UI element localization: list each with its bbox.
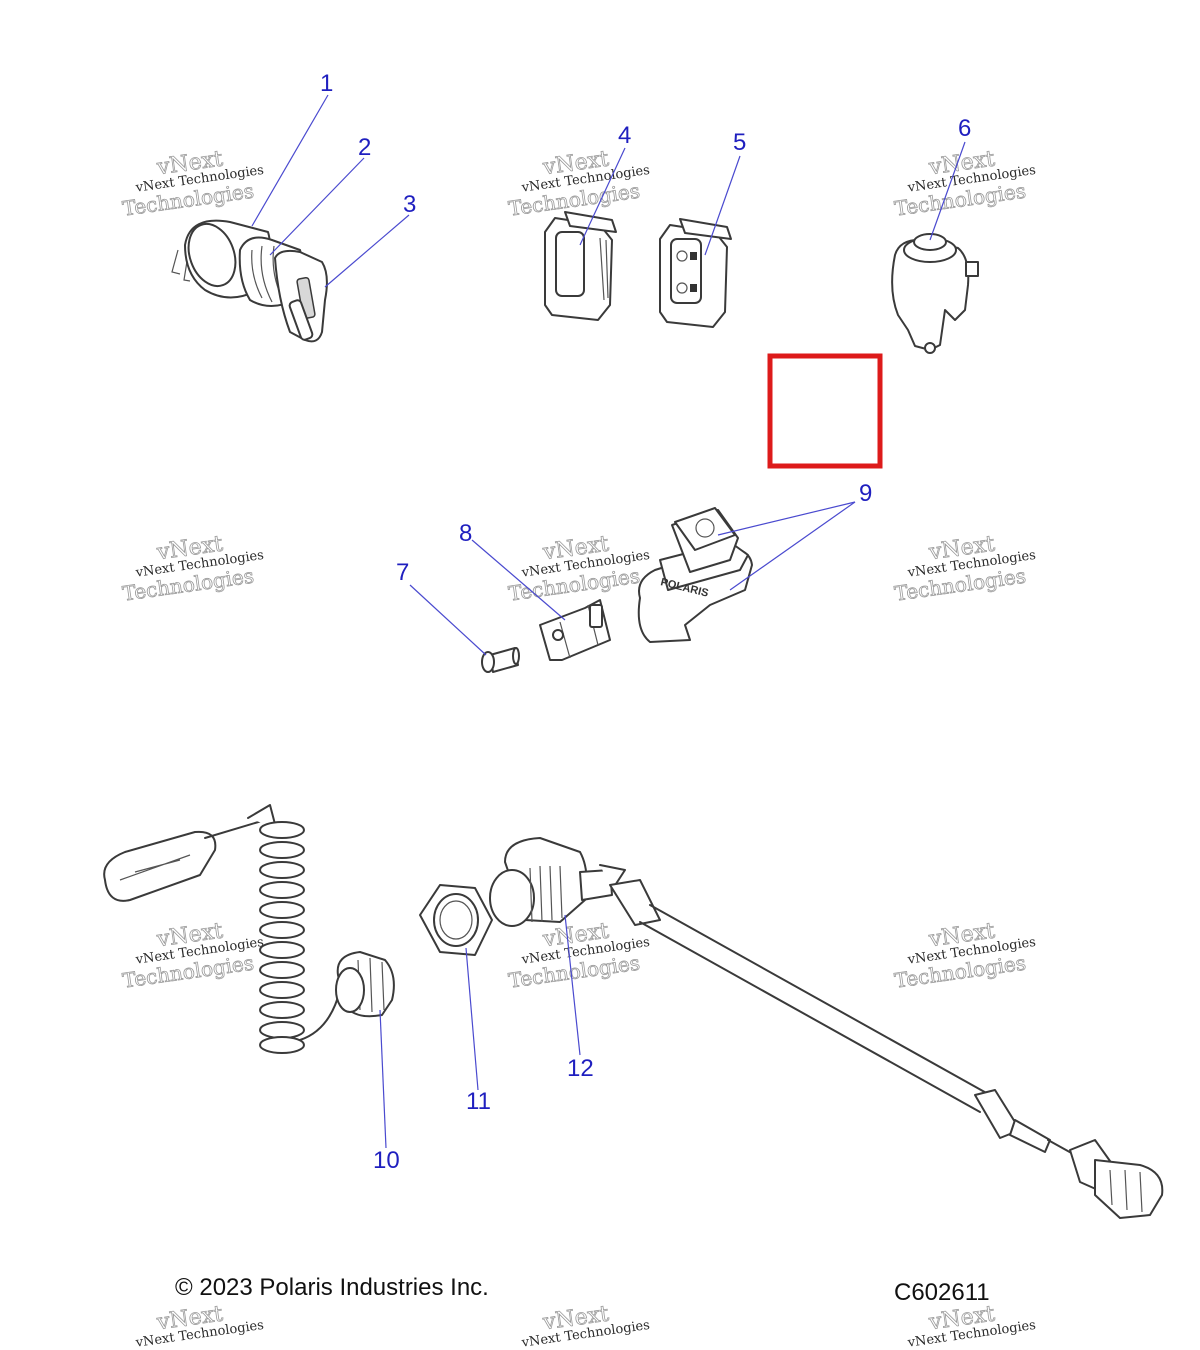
kill-switch-housing: POLARIS — [637, 501, 856, 643]
watermark-grid: vNext vNext Technologies Technologies vN… — [121, 146, 1037, 1350]
callout-3: 3 — [403, 191, 416, 218]
watermark: vNext vNext Technologies Technologies — [121, 918, 265, 993]
watermark: vNext vNext Technologies Technologies — [893, 146, 1037, 221]
switch-harness — [489, 837, 1164, 1219]
coiled-tether — [103, 804, 395, 1149]
callout-labels: 1 2 3 4 5 6 7 8 9 10 11 12 — [320, 70, 971, 1174]
rocker-switch-blank — [544, 147, 626, 321]
callout-8: 8 — [459, 520, 472, 547]
retaining-clip — [471, 539, 611, 661]
watermark: vNext vNext Technologies Technologies — [507, 531, 651, 606]
watermark: vNext vNext Technologies Technologies — [893, 918, 1037, 993]
copyright-notice: © 2023 Polaris Industries Inc. — [175, 1274, 489, 1301]
screw — [409, 584, 520, 673]
watermark: vNext vNext Technologies Technologies — [507, 146, 651, 221]
callout-4: 4 — [618, 122, 631, 149]
watermark: vNext vNext Technologies Technologies — [121, 531, 265, 606]
rocker-switch-headlight — [659, 155, 741, 328]
callout-10: 10 — [373, 1147, 400, 1174]
watermark: vNext vNext Technologies Technologies — [507, 918, 651, 993]
watermark: vNext vNext Technologies Technologies — [121, 146, 265, 221]
callout-7: 7 — [396, 559, 409, 586]
callout-9: 9 — [859, 480, 872, 507]
callout-11: 11 — [466, 1088, 491, 1115]
watermark: vNext vNext Technologies — [134, 1301, 265, 1350]
callout-6: 6 — [958, 115, 971, 142]
ignition-switch — [171, 94, 410, 343]
callout-1: 1 — [320, 70, 333, 97]
coil — [259, 821, 305, 1054]
drawing-code: C602611 — [894, 1279, 990, 1306]
callout-5: 5 — [733, 129, 746, 156]
highlight-box — [767, 353, 883, 469]
hex-nut — [419, 884, 493, 1091]
watermark: vNext vNext Technologies Technologies — [893, 531, 1037, 606]
callout-12: 12 — [567, 1055, 594, 1082]
push-button-switch — [891, 141, 979, 354]
callout-2: 2 — [358, 134, 371, 161]
watermark: vNext vNext Technologies — [520, 1301, 651, 1350]
